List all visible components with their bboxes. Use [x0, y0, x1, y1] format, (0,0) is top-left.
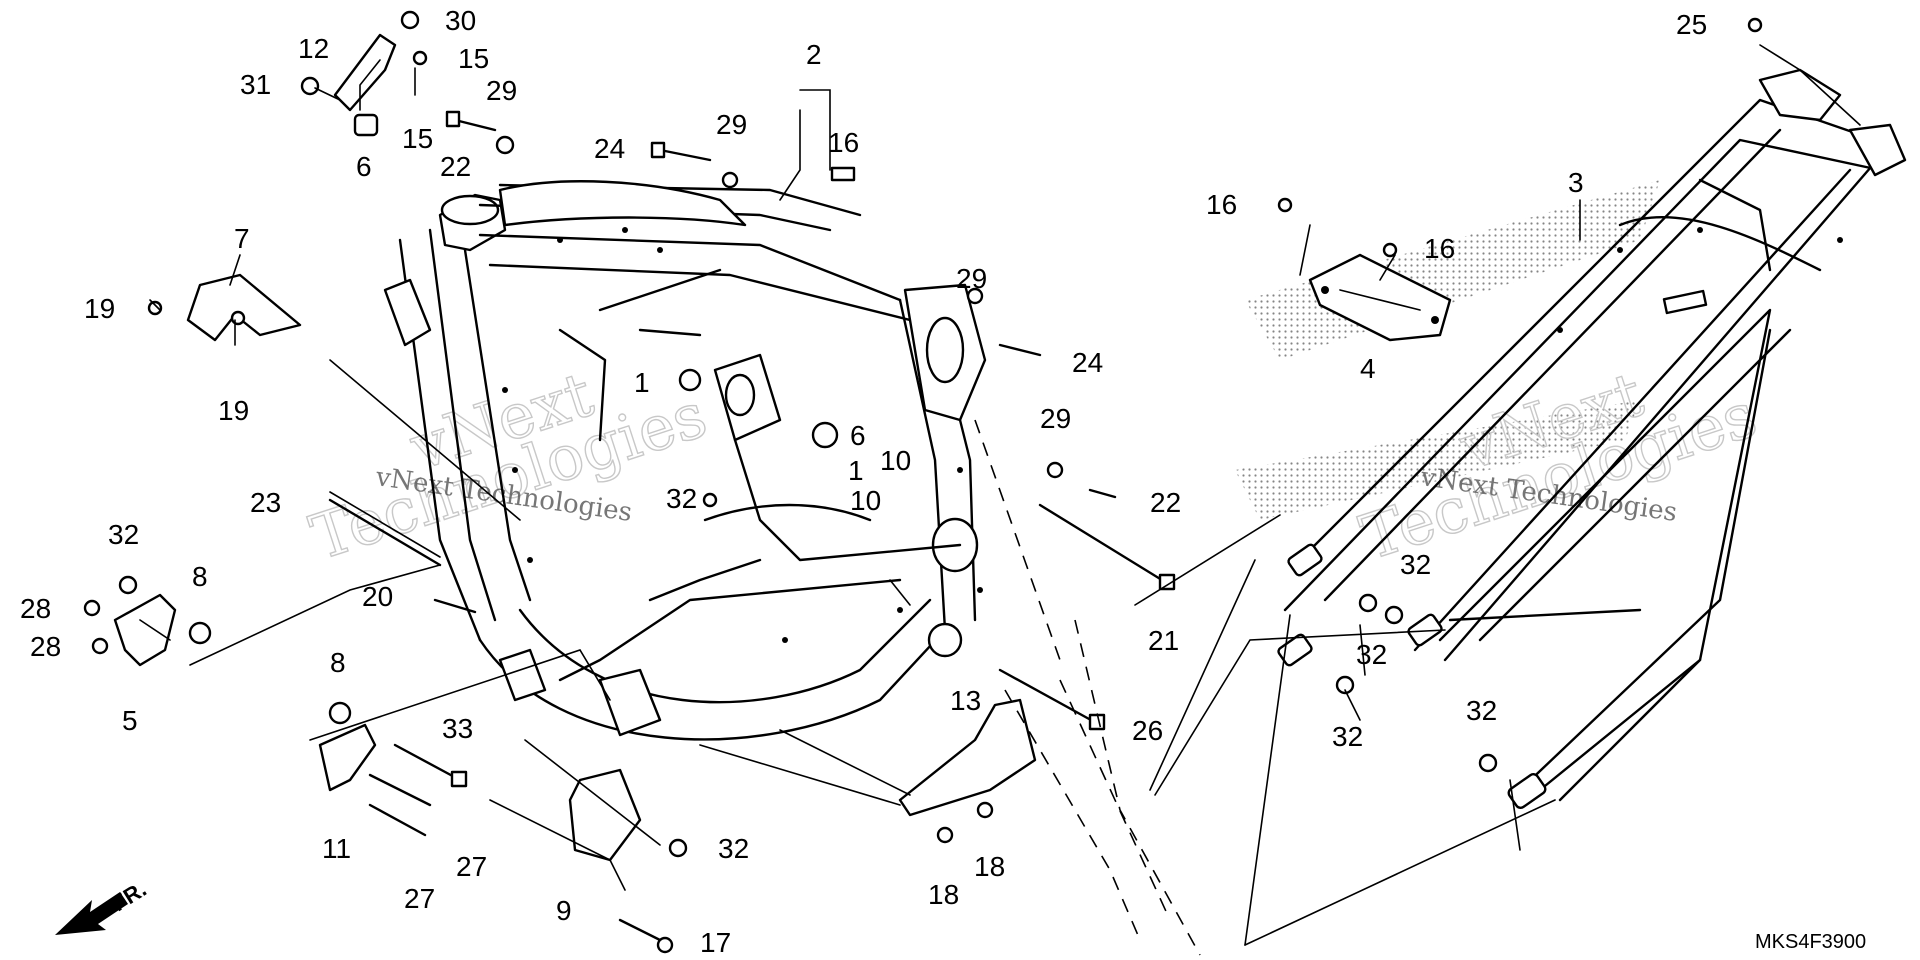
watermark-left: vNext Technologies vNext Technologies: [301, 357, 715, 575]
bracket-9: [568, 768, 642, 862]
callout-31: 31: [240, 69, 271, 100]
callout-33: 33: [442, 713, 473, 744]
callout-23: 23: [250, 487, 281, 518]
front-direction-arrow: FR.: [55, 876, 151, 935]
callout-7: 7: [234, 223, 250, 254]
callout-18: 18: [928, 879, 959, 910]
callout-32: 32: [1466, 695, 1497, 726]
callout-19: 19: [84, 293, 115, 324]
callout-32: 32: [1356, 639, 1387, 670]
assembly-lines: [974, 419, 1201, 956]
callout-30: 30: [445, 5, 476, 36]
callout-24: 24: [1072, 347, 1103, 378]
callout-16: 16: [1424, 233, 1455, 264]
callout-13: 13: [950, 685, 981, 716]
callout-8: 8: [192, 561, 208, 592]
bracket-11: [318, 723, 377, 792]
callout-28: 28: [30, 631, 61, 662]
callout-21: 21: [1148, 625, 1179, 656]
callout-6: 6: [356, 151, 372, 182]
callout-19: 19: [218, 395, 249, 426]
callout-32: 32: [718, 833, 749, 864]
callout-26: 26: [1132, 715, 1163, 746]
bracket-5: [113, 593, 177, 667]
callout-22: 22: [440, 151, 471, 182]
callout-32: 32: [1332, 721, 1363, 752]
callout-8: 8: [330, 647, 346, 678]
callout-29: 29: [1040, 403, 1071, 434]
cover-7: [186, 273, 302, 342]
callout-3: 3: [1568, 167, 1584, 198]
callout-28: 28: [20, 593, 51, 624]
callout-9: 9: [556, 895, 572, 926]
callout-27: 27: [404, 883, 435, 914]
leader-lines: [149, 44, 1861, 946]
callout-22: 22: [1150, 487, 1181, 518]
callout-24: 24: [594, 133, 625, 164]
bracket-4: [1308, 253, 1452, 342]
callout-4: 4: [1360, 353, 1376, 384]
callout-32: 32: [666, 483, 697, 514]
callout-27: 27: [456, 851, 487, 882]
callout-1: 1: [848, 455, 864, 486]
callout-2: 2: [806, 39, 822, 70]
callout-29: 29: [486, 75, 517, 106]
callout-15: 15: [458, 43, 489, 74]
callout-25: 25: [1676, 9, 1707, 40]
callout-15: 15: [402, 123, 433, 154]
callout-12: 12: [298, 33, 329, 64]
main-frame: [383, 180, 987, 741]
fasteners: [83, 10, 1763, 954]
callout-5: 5: [122, 705, 138, 736]
callout-14: 16: [828, 127, 859, 158]
rear-frame: [1277, 68, 1907, 809]
bracket-13: [898, 698, 1037, 817]
callout-20: 20: [362, 581, 393, 612]
callout-18: 18: [974, 851, 1005, 882]
callout-16: 16: [1206, 189, 1237, 220]
callout-1: 1: [634, 367, 650, 398]
callout-17: 17: [700, 927, 731, 958]
callout-6: 6: [850, 420, 866, 451]
callout-29: 29: [956, 263, 987, 294]
callout-32: 32: [108, 519, 139, 550]
callout-labels: 30 12 15 31 15 6 29 22 24 29 2 16 7 19 1…: [20, 5, 1707, 958]
bolts: [328, 110, 1176, 942]
callout-29: 29: [716, 109, 747, 140]
bracket-12: [333, 33, 397, 137]
diagram-code: MKS4F3900: [1755, 931, 1866, 953]
callout-10: 10: [880, 445, 911, 476]
callout-32: 32: [1400, 549, 1431, 580]
callout-10: 10: [850, 485, 881, 516]
callout-11: 11: [322, 833, 351, 864]
